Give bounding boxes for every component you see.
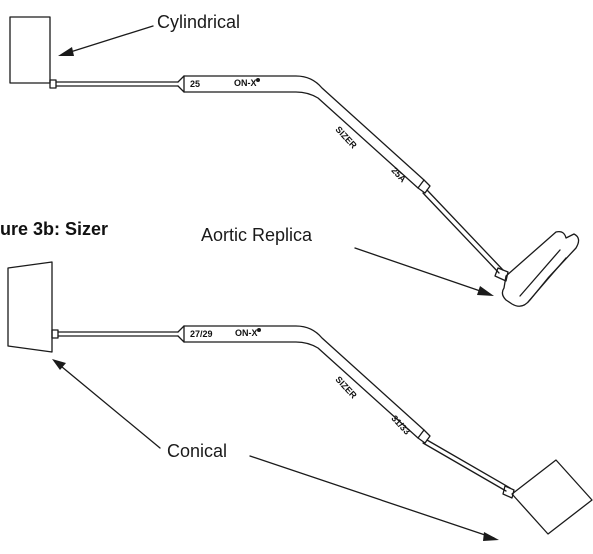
top-lower-rod (422, 189, 504, 274)
bottom-size-mark: 27/29 (190, 329, 213, 339)
top-shaft (55, 81, 179, 87)
bottom-shaft (57, 331, 179, 337)
bottom-brand-mark-dot (257, 328, 261, 332)
bottom-conical-tip (511, 459, 593, 535)
conical-callout-line-left (55, 361, 161, 449)
conical-callout-line-right (249, 455, 495, 539)
bottom-handle-end (417, 429, 431, 444)
cylindrical-sizer-end (9, 16, 51, 84)
aortic-replica-inner-edge (519, 249, 561, 297)
aortic-replica-shape (501, 230, 580, 307)
bottom-left-collar (51, 329, 59, 339)
bottom-lower-rod (422, 439, 511, 492)
bottom-handle-taper (177, 325, 185, 343)
conical-label: Conical (167, 441, 228, 461)
conical-sizer-end (7, 261, 53, 353)
figure-title: ure 3b: Sizer (0, 219, 109, 239)
aortic-replica-label: Aortic Replica (201, 225, 313, 245)
top-handle-taper (177, 75, 185, 93)
aortic-replica-arrowhead (477, 286, 494, 296)
aortic-replica-callout-line (354, 247, 490, 295)
cylindrical-callout-line (63, 25, 154, 55)
top-brand-mark: ON-X (234, 78, 257, 88)
bottom-brand-mark: ON-X (235, 328, 258, 338)
top-size-mark: 25 (190, 79, 201, 89)
top-brand-mark-dot (256, 78, 260, 82)
cylindrical-label: Cylindrical (157, 12, 241, 32)
conical-arrowhead-left (52, 359, 66, 370)
top-left-collar (49, 79, 57, 89)
bottom-handle-body (183, 325, 425, 439)
top-handle-end (417, 179, 431, 194)
aortic-replica-inner-edge-2 (527, 257, 567, 303)
cylindrical-arrowhead (58, 47, 74, 56)
top-replica-collar (494, 267, 509, 282)
bottom-tip-collar (502, 485, 515, 499)
conical-arrowhead-right (483, 532, 499, 541)
top-handle-body (183, 75, 425, 189)
